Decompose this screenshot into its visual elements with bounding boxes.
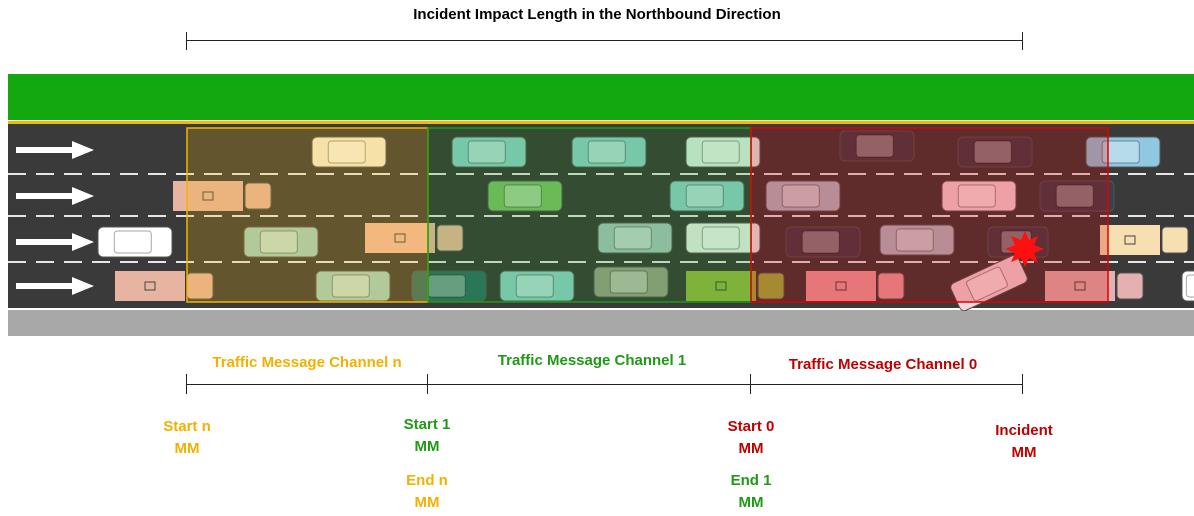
car-icon <box>879 224 955 256</box>
truck-icon <box>1100 225 1189 255</box>
channel-span-line <box>187 384 1023 385</box>
road-edge-line <box>8 121 1194 124</box>
car-icon <box>1039 180 1115 212</box>
tick-start-0 <box>750 374 751 394</box>
page-title: Incident Impact Length in the Northbound… <box>413 6 781 23</box>
car-icon <box>97 226 173 258</box>
car-icon <box>311 136 387 168</box>
truck-icon <box>806 271 905 301</box>
channel-n-label: Traffic Message Channel n <box>212 354 402 371</box>
direction-arrow-icon <box>16 141 94 295</box>
car-icon <box>950 254 1028 312</box>
truck-icon <box>1045 271 1144 301</box>
car-icon <box>411 270 487 302</box>
truck-icon <box>115 271 214 301</box>
tick-start-1 <box>427 374 428 394</box>
zone-channel-1 <box>427 127 752 303</box>
car-icon <box>243 226 319 258</box>
car-icon <box>593 266 669 298</box>
car-icon <box>499 270 575 302</box>
lane-markings <box>8 173 1194 263</box>
shoulder <box>8 310 1194 336</box>
car-icon <box>941 180 1017 212</box>
car-icon <box>597 222 673 254</box>
car-icon <box>315 270 391 302</box>
car-icon <box>765 180 841 212</box>
truck-icon <box>173 181 272 211</box>
truck-icon <box>365 223 464 253</box>
truck-icon <box>686 271 785 301</box>
impact-length-tick-right <box>1022 32 1023 50</box>
channel-0-label: Traffic Message Channel 0 <box>788 356 978 373</box>
car-icon <box>669 180 745 212</box>
grass-median <box>8 74 1194 120</box>
impact-length-tick-left <box>186 32 187 50</box>
car-icon <box>1085 136 1161 168</box>
car-icon <box>571 136 647 168</box>
car-icon <box>685 136 761 168</box>
car-icon <box>1181 270 1194 302</box>
car-icon <box>839 130 915 162</box>
car-icon <box>685 222 761 254</box>
tick-start-n <box>186 374 187 394</box>
impact-length-line <box>187 40 1023 41</box>
crash-burst-icon <box>1005 231 1044 267</box>
zone-channel-0 <box>750 127 1109 303</box>
channel-1-label: Traffic Message Channel 1 <box>497 352 687 369</box>
tick-incident <box>1022 374 1023 394</box>
car-icon <box>451 136 527 168</box>
car-icon <box>785 226 861 258</box>
car-icon <box>487 180 563 212</box>
zone-channel-n <box>186 127 429 303</box>
car-icon <box>957 136 1033 168</box>
vehicles <box>97 130 1194 312</box>
